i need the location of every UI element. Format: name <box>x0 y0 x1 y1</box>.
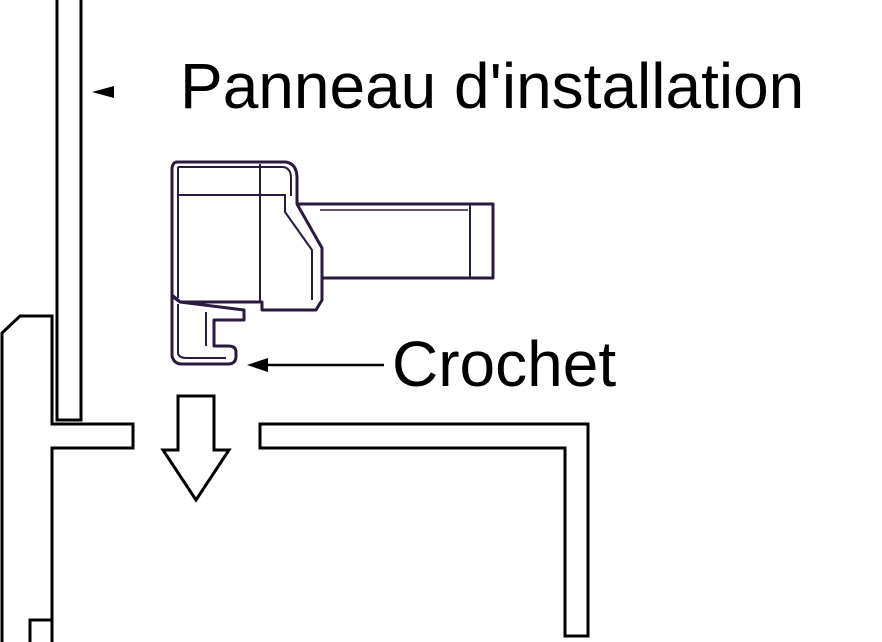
panel-leader-arrowhead <box>92 86 114 98</box>
down-arrow <box>160 394 232 503</box>
mounting-frame <box>28 420 135 642</box>
hook-label: Crochet <box>392 328 617 400</box>
clip-shaft <box>297 202 495 280</box>
clip-hook-inner <box>177 304 226 359</box>
installation-panel <box>55 0 83 422</box>
clip-connector <box>170 160 495 366</box>
installation-panel-label: Panneau d'installation <box>180 50 805 122</box>
mounting-frame-inner <box>27 448 52 615</box>
left-wall <box>0 314 54 642</box>
mounting-frame-right <box>258 422 590 638</box>
clip-top-inner <box>178 166 292 196</box>
clip-top-line <box>177 194 313 300</box>
hook-leader-arrowhead <box>247 358 268 372</box>
clip-hook <box>170 294 246 366</box>
clip-body <box>170 160 324 312</box>
